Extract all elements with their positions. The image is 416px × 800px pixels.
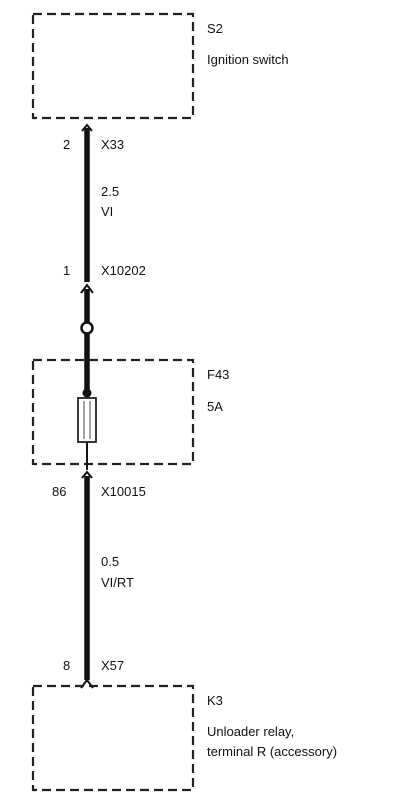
x33-name-label: X33 [101,137,124,152]
upper-wire-color-label: VI [101,204,113,219]
lower-wire-spec: 0.5 VI/RT [101,554,134,590]
connector-x10202: 1 X10202 [63,263,146,294]
lower-wire-color-label: VI/RT [101,575,134,590]
x57-pin-label: 8 [63,658,70,673]
x10015-connector-icon [81,470,93,479]
lower-wire-size-label: 0.5 [101,554,119,569]
upper-wire-spec: 2.5 VI [101,184,119,219]
x33-pin-label: 2 [63,137,70,152]
x10015-name-label: X10015 [101,484,146,499]
connector-x57: 8 X57 [63,658,124,689]
s2-ignition-switch-component: S2 Ignition switch [31,12,289,120]
f43-fuse-component: F43 5A [31,358,229,470]
upper-wire-size-label: 2.5 [101,184,119,199]
s2-dashed-box [31,12,195,120]
splice-ring-icon [80,321,94,335]
x10015-pin-label: 86 [52,484,66,499]
f43-rating-label: 5A [207,399,223,414]
s2-ref-label: S2 [207,21,223,36]
k3-dashed-box [31,684,195,792]
k3-ref-label: K3 [207,693,223,708]
k3-unloader-relay-component: K3 Unloader relay, terminal R (accessory… [31,684,337,792]
f43-dashed-box [31,358,195,466]
x10202-pin-label: 1 [63,263,70,278]
x33-connector-icon [81,123,93,132]
k3-name-line2: terminal R (accessory) [207,744,337,759]
s2-name-label: Ignition switch [207,52,289,67]
connector-x10015: 86 X10015 [52,470,146,499]
fuse-terminal-dot [82,388,92,398]
x57-name-label: X57 [101,658,124,673]
k3-name-line1: Unloader relay, [207,724,294,739]
fuse-icon [77,397,97,443]
x10202-connector-icon [80,283,94,294]
x10202-name-label: X10202 [101,263,146,278]
f43-ref-label: F43 [207,367,229,382]
connector-x33: 2 X33 [63,123,124,152]
